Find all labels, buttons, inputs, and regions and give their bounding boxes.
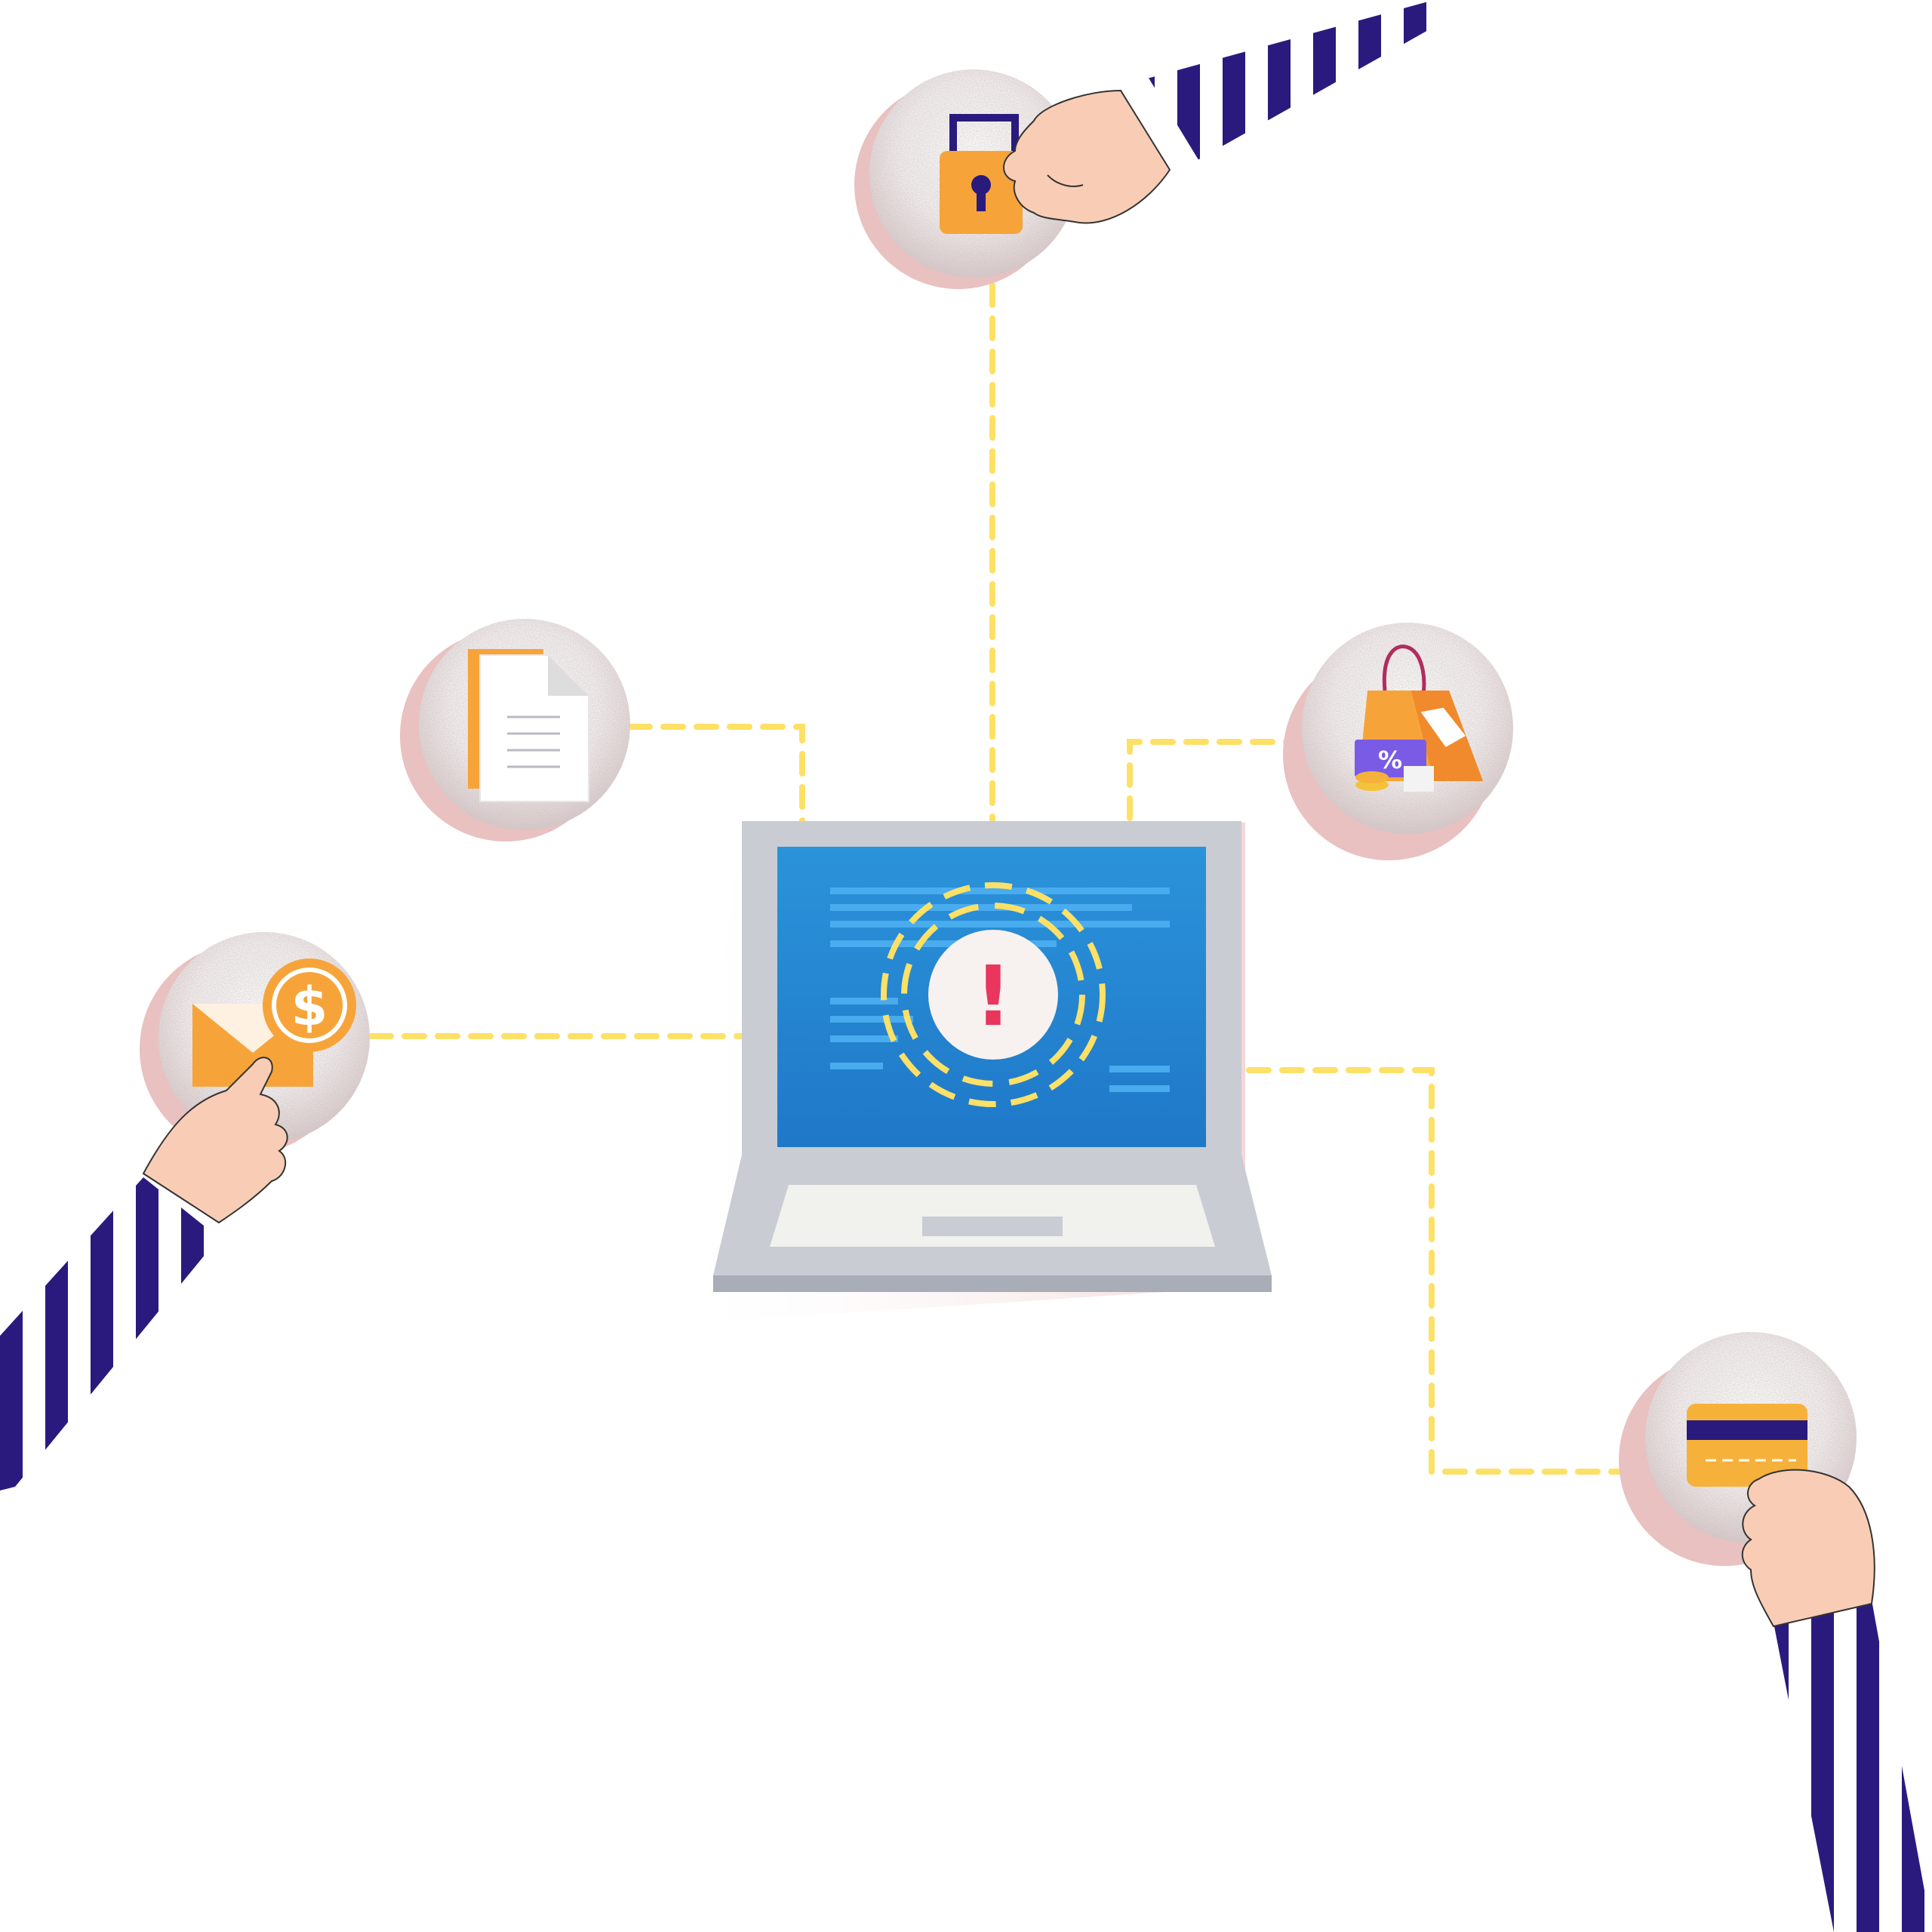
alert-badge [928, 930, 1058, 1060]
thief-hand-bottom [1741, 1469, 1932, 1932]
laptop-keyboard [770, 1185, 1215, 1247]
alert-exclamation-icon: ! [974, 948, 1012, 1044]
shopping-coin: % [1283, 623, 1513, 860]
laptop-base-edge [713, 1275, 1272, 1292]
alert-ring-outer [881, 882, 1106, 1107]
lock-coin [854, 69, 1078, 289]
document-coin [400, 619, 630, 841]
laptop [668, 821, 1272, 1324]
shopping-bag-icon: % [1355, 645, 1483, 792]
envelope-dollar-icon: $ [192, 958, 356, 1087]
thief-hand-top [1003, 0, 1441, 224]
alert-target: ! [881, 882, 1106, 1107]
thief-hand-left [0, 1057, 288, 1491]
alert-ring-inner [901, 903, 1085, 1087]
lock-icon [940, 114, 1023, 234]
percent-tag-icon: % [1378, 746, 1402, 774]
connector-lock [986, 282, 995, 894]
screen-text-lines [830, 888, 1170, 1092]
money-coin: $ [140, 932, 370, 1155]
dollar-sign-icon: $ [291, 976, 328, 1038]
laptop-touchpad [922, 1217, 1063, 1236]
credit-card-icon [1687, 1404, 1807, 1487]
document-icon [468, 649, 589, 802]
connector-card [1080, 1067, 1663, 1475]
